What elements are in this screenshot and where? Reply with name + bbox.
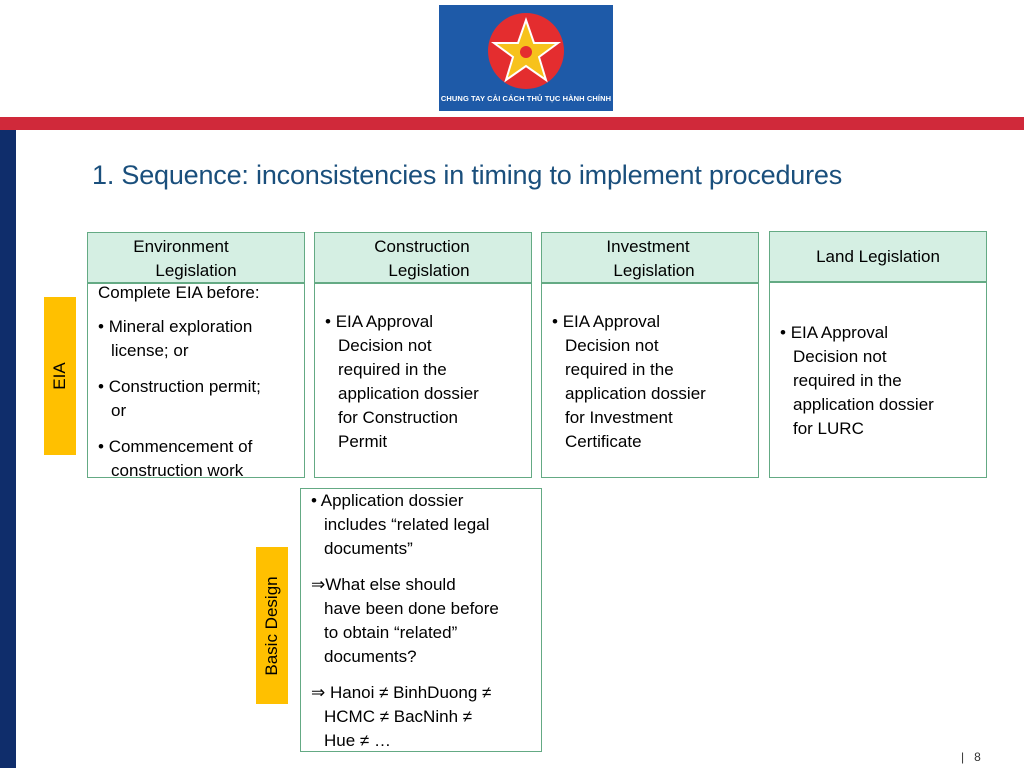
page-number: |8 (961, 750, 981, 764)
column-header-construction: Construction Legislation (314, 232, 532, 283)
basic-design-tag-label: Basic Design (262, 575, 281, 676)
logo-caption: CHUNG TAY CẢI CÁCH THỦ TỤC HÀNH CHÍNH (440, 94, 612, 103)
header-line: Legislation (613, 261, 695, 280)
header-line: Investment (606, 237, 690, 256)
header-line: Construction (374, 237, 470, 256)
header-red-bar (0, 117, 1024, 130)
star-hands-emblem-icon (488, 13, 564, 89)
logo: CHUNG TAY CẢI CÁCH THỦ TỤC HÀNH CHÍNH (439, 5, 613, 111)
eia-tag: EIA (44, 297, 76, 455)
header-line: Legislation (388, 261, 470, 280)
header-line: Land Legislation (816, 247, 940, 266)
column-header-environment: Environment Legislation (87, 232, 305, 283)
column-header-land: Land Legislation (769, 231, 987, 282)
eia-tag-label: EIA (50, 362, 69, 390)
header-line: Legislation (155, 261, 237, 280)
environment-text: Complete EIA before: Mineral exploration… (98, 281, 303, 483)
column-header-investment: Investment Legislation (541, 232, 759, 283)
environment-intro: Complete EIA before: (98, 283, 260, 302)
page-separator: | (961, 750, 965, 764)
left-navy-bar (0, 130, 16, 768)
list-item: Construction permit;or (98, 375, 303, 423)
header-line: Environment (133, 237, 229, 256)
page-number-value: 8 (974, 750, 981, 764)
slide-title: 1. Sequence: inconsistencies in timing t… (92, 160, 843, 190)
city-chain-text: ⇒ Hanoi ≠ BinhDuong ≠HCMC ≠ BacNinh ≠Hue… (311, 683, 492, 750)
basic-design-tag: Basic Design (256, 547, 288, 704)
